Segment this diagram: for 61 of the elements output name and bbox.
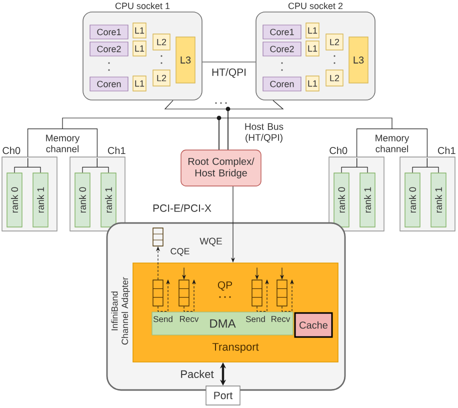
cache-box: L1 bbox=[306, 40, 320, 56]
rank-box: rank 0 bbox=[6, 172, 22, 228]
queue-label: Recv bbox=[180, 316, 199, 322]
core-box: Coren bbox=[262, 76, 302, 92]
rank-box: rank 1 bbox=[32, 172, 48, 228]
edge-label: HT/QPI bbox=[212, 68, 246, 78]
queue bbox=[152, 280, 164, 306]
cache-box: L1 bbox=[132, 22, 146, 38]
core-box: Coren bbox=[90, 76, 128, 92]
queue bbox=[178, 280, 190, 306]
queue-label: Send bbox=[153, 316, 172, 322]
cache-box: L1 bbox=[132, 40, 146, 56]
core-box: Core1 bbox=[262, 24, 302, 40]
bus-line bbox=[228, 100, 284, 150]
transport-label: Transport bbox=[212, 343, 259, 353]
rank-box: rank 0 bbox=[404, 172, 420, 228]
port-box: Port bbox=[206, 386, 240, 406]
edge-label: CQE bbox=[170, 248, 190, 256]
core-box: Core1 bbox=[90, 24, 128, 40]
socket-title: CPU socket 1 bbox=[115, 2, 170, 10]
cache-box: L2 bbox=[152, 70, 170, 86]
channel-bracket: Memory channel bbox=[356, 128, 428, 158]
rank-box: rank 1 bbox=[430, 172, 446, 228]
cache-box: L3 bbox=[176, 36, 196, 84]
queue-label: Send bbox=[246, 316, 265, 322]
bus-line bbox=[28, 158, 41, 173]
queue-label: Recv bbox=[272, 316, 290, 322]
rank-box: rank 1 bbox=[100, 172, 116, 228]
cache-box: L1 bbox=[306, 76, 320, 92]
channel-title: Ch1 bbox=[108, 146, 126, 154]
queue bbox=[276, 280, 288, 306]
socket-title: CPU socket 2 bbox=[288, 2, 343, 10]
queue bbox=[252, 280, 262, 306]
bridge-box: Root Complex/ Host Bridge bbox=[180, 150, 262, 186]
cache-box: L1 bbox=[132, 76, 146, 92]
queue-pair-label: QP bbox=[218, 281, 232, 291]
cache-box: L2 bbox=[152, 34, 170, 50]
adapter-title: InfiniBand Channel Adapter bbox=[111, 277, 130, 345]
cache-box: L1 bbox=[306, 22, 320, 38]
queue bbox=[152, 228, 164, 246]
rank-box: rank 0 bbox=[334, 172, 350, 228]
bus-label: Host Bus (HT/QPI) bbox=[245, 123, 284, 143]
bus-line bbox=[426, 158, 439, 173]
channel-title: Ch0 bbox=[330, 146, 348, 154]
edge-label: WQE bbox=[200, 238, 222, 246]
cache-box: L2 bbox=[326, 34, 344, 50]
bus-line bbox=[96, 158, 109, 173]
bus-label: PCI-E/PCI-X bbox=[153, 204, 212, 212]
edge-label: Packet bbox=[181, 370, 214, 378]
channel-bracket: Memory channel bbox=[28, 128, 98, 158]
channel-title: Ch0 bbox=[2, 146, 20, 154]
cache-box: Cache bbox=[294, 312, 333, 338]
bus-line bbox=[218, 118, 392, 150]
channel-title: Ch1 bbox=[438, 146, 456, 154]
rank-box: rank 0 bbox=[74, 172, 90, 228]
core-box: Core2 bbox=[262, 42, 302, 56]
bus-line bbox=[356, 158, 368, 173]
cache-box: L3 bbox=[348, 36, 368, 84]
cache-box: L2 bbox=[326, 70, 344, 86]
core-box: Core2 bbox=[90, 42, 128, 56]
rank-box: rank 1 bbox=[360, 172, 376, 228]
